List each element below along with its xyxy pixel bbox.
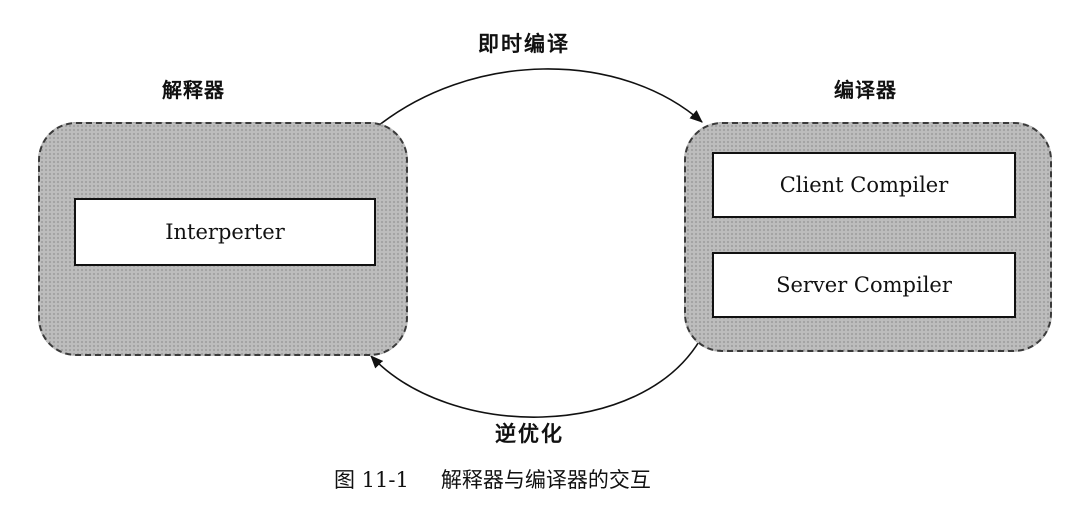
jit-compile-label: 即时编译 [478, 32, 570, 56]
compiler-group-title: 编译器 [834, 78, 897, 102]
interpreter-group-title: 解释器 [162, 78, 225, 102]
client-compiler-node: Client Compiler [712, 152, 1016, 218]
server-compiler-node: Server Compiler [712, 252, 1016, 318]
figure-number: 图 11-1 [334, 468, 409, 492]
jit-compile-arrow [372, 68, 703, 131]
figure-caption: 图 11-1 解释器与编译器的交互 [334, 464, 651, 494]
deoptimize-label: 逆优化 [495, 422, 564, 446]
figure-caption-text: 解释器与编译器的交互 [440, 468, 651, 492]
deoptimize-arrow [370, 339, 701, 418]
interpreter-node: Interperter [74, 198, 376, 266]
